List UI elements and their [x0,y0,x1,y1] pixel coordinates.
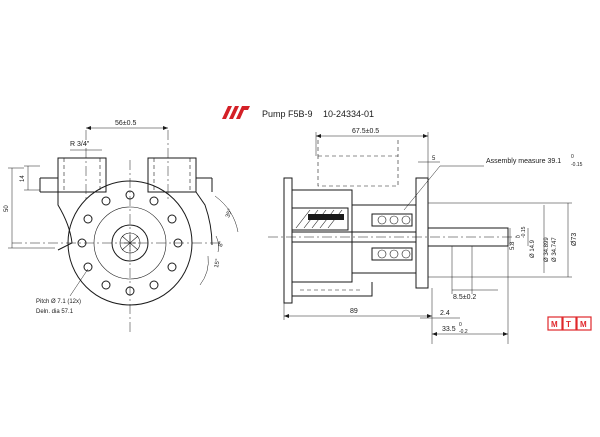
assembly-tol-upper: 0 [571,154,574,160]
dim-33-5-tol-lower: -0.2 [459,329,468,335]
dim-5-8-tol-lower: -0.15 [521,226,527,238]
dim-5-8-tol-upper: 0 [516,235,522,238]
side-view: 67.5±0.5 5 Assembly measure 39.1 0 -0.15… [268,128,583,344]
dim-89-label: 89 [350,308,358,315]
pump-title: Pump F5B-9 [262,109,313,119]
mtm-letter-m2: M [580,320,587,329]
assembly-label: Assembly measure 39.1 [486,158,561,165]
dia-14-9-label: Ø 14.9 [530,239,536,258]
dim-2-4-label: 2.4 [440,310,450,317]
deln-label: Deln. dia 57.1 [36,309,74,315]
angle-8-label: 8° [218,240,225,247]
mtm-watermark: M T M [547,316,592,331]
dim-8-5-label: 8.5±0.2 [453,294,476,301]
angle-15-label: 15° [214,258,222,269]
dia-34-899-label: Ø 34.899 [544,237,550,262]
dia-73-label: Ø73 [571,233,578,246]
dim-5-label: 5 [432,156,436,162]
dim-33-5-label: 33.5 [442,326,456,333]
thread-label: R 3/4" [70,141,90,148]
dim-33-5-tol-upper: 0 [459,322,462,328]
part-number: 10-24334-01 [323,109,374,119]
mtm-letter-m1: M [551,320,558,329]
front-view: 56±0.5 R 3/4" 14 50 35° 8° 15° Pitch Ø 7… [4,120,239,335]
bolt-holes [77,190,183,296]
angle-35-label: 35° [225,208,234,219]
dim-50-label: 50 [4,205,10,212]
pitch-label: Pitch Ø 7.1 (12x) [36,299,81,305]
assembly-tol-lower: -0.15 [571,162,583,168]
dim-5-8-label: 5.8 [510,241,516,250]
mtm-letter-t: T [566,320,571,329]
dim-width-label: 56±0.5 [115,120,136,127]
dia-34-747-label: Ø 34.747 [552,237,558,262]
brand-logo [222,106,250,119]
dim-67-label: 67.5±0.5 [352,128,379,135]
dim-14-label: 14 [20,175,26,182]
